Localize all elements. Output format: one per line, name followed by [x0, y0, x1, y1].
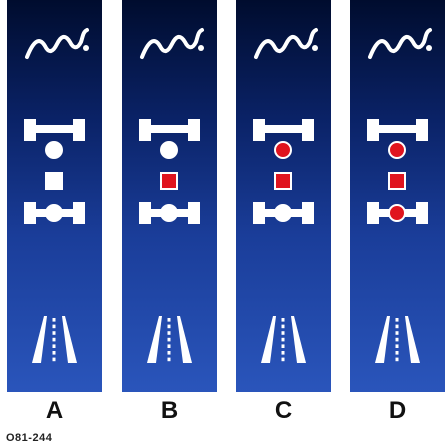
front-axle-icon — [367, 119, 428, 141]
front-diff-lock-icon — [388, 141, 406, 159]
front-diff-lock-icon — [274, 141, 292, 159]
panel-label-d: D — [388, 397, 407, 424]
panel-b — [122, 0, 217, 392]
panel-c — [236, 0, 331, 392]
terrain-dot-icon — [312, 45, 318, 51]
terrain-icon — [368, 28, 432, 59]
center-diff-lock-icon — [160, 172, 178, 190]
road-icon — [147, 316, 192, 363]
front-axle-icon — [24, 119, 85, 141]
vehicle-icons — [253, 28, 318, 363]
rear-diff-lock-icon — [388, 204, 406, 222]
road-icon — [375, 316, 420, 363]
panel-label-a: A — [45, 397, 64, 424]
front-axle-icon — [253, 119, 314, 141]
terrain-icon — [254, 28, 318, 59]
front-axle-icon — [139, 119, 200, 141]
rear-diff-lock-icon — [274, 204, 292, 222]
figure-code: O81-244 — [6, 432, 53, 444]
center-diff-lock-icon — [388, 172, 406, 190]
front-diff-lock-icon — [45, 141, 63, 159]
vehicle-icons — [367, 28, 432, 363]
terrain-dot-icon — [198, 45, 204, 51]
panel-a — [7, 0, 102, 392]
panel-label-b: B — [160, 397, 179, 424]
vehicle-icons — [139, 28, 204, 363]
vehicle-icons — [24, 28, 89, 363]
terrain-dot-icon — [83, 45, 89, 51]
panel-d — [350, 0, 445, 392]
terrain-icon — [25, 28, 89, 59]
road-icon — [261, 316, 306, 363]
terrain-icon — [140, 28, 204, 59]
center-diff-lock-icon — [274, 172, 292, 190]
front-diff-lock-icon — [160, 141, 178, 159]
road-icon — [32, 316, 77, 363]
rear-diff-lock-icon — [160, 204, 178, 222]
terrain-dot-icon — [426, 45, 432, 51]
center-diff-lock-icon — [45, 172, 63, 190]
rear-diff-lock-icon — [45, 204, 63, 222]
panel-label-c: C — [274, 397, 293, 424]
